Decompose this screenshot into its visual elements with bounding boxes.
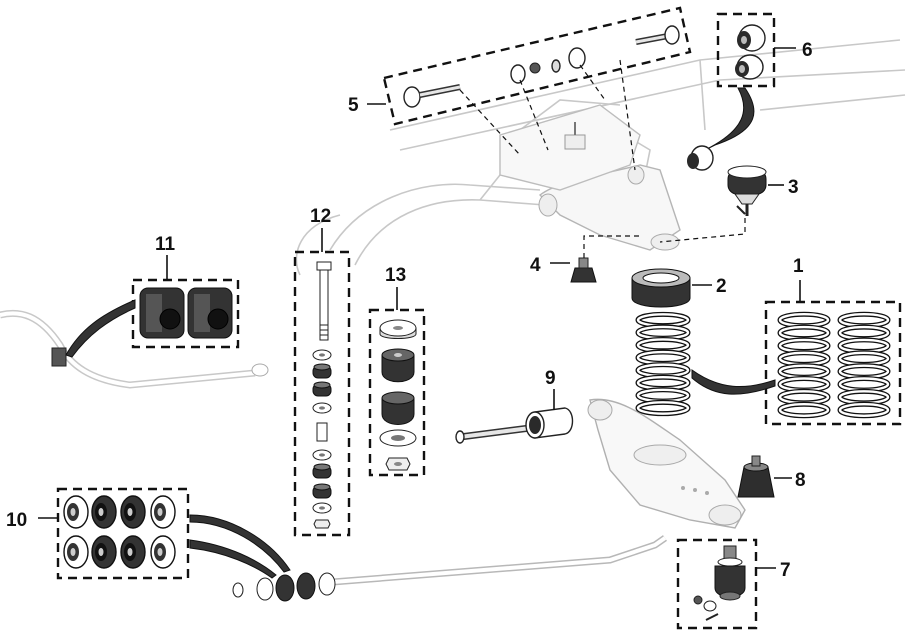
end-link-bushing-r1-c3-hole	[157, 548, 163, 556]
sway-link-bolt	[316, 261, 332, 341]
end-link-bushing-r0-c1-hole	[98, 508, 104, 516]
link-stack-bush-2-top	[313, 381, 331, 389]
callout-4: 4	[530, 255, 570, 276]
link-stack-bush-1-top	[313, 363, 331, 371]
coil-spring-a	[777, 311, 831, 419]
callout-4-label: 4	[530, 255, 541, 276]
sway-frame-bushing-group	[65, 278, 240, 358]
callout-10-label: 10	[6, 510, 27, 531]
callout-12: 12	[310, 206, 331, 252]
callout-2-label: 2	[716, 276, 727, 297]
upper-shaft-kit-group	[382, 6, 692, 171]
link-stack-washer-0-hole	[319, 353, 325, 357]
link-washer-bottom	[379, 429, 417, 447]
link-stack-washer-8-hole	[319, 506, 325, 510]
callout-3-label: 3	[788, 177, 799, 198]
shaft-bolt-left	[403, 84, 461, 108]
lower-ball-joint	[714, 545, 746, 601]
frame-bracket	[499, 104, 641, 191]
end-link-bushing-r1-c1-hole	[98, 548, 104, 556]
callout-12-label: 12	[310, 206, 331, 227]
end-link-bushing-r1-c0-hole	[70, 548, 76, 556]
link-stack-bush-6-top	[313, 463, 331, 471]
callout-13: 13	[385, 265, 406, 310]
end-link-bushing-r0-c0-hole	[70, 508, 76, 516]
callout-10: 10	[6, 510, 58, 531]
link-stack-washer-3-hole	[319, 406, 325, 410]
sway-frame-bushing-left	[139, 287, 185, 339]
link-stack-washer-5-hole	[319, 453, 325, 457]
link-bushing-lower	[381, 391, 415, 425]
sway-link-stack	[312, 349, 332, 529]
callout-6: 6	[774, 40, 813, 61]
callout-5-label: 5	[348, 95, 359, 116]
upper-bushing-top	[737, 24, 766, 52]
link-washer-top	[379, 319, 417, 339]
callout-1: 1	[793, 256, 804, 302]
link-stack-nut-9	[313, 519, 331, 529]
lower-arm-bushing	[455, 407, 574, 444]
lower-bump-stop	[737, 455, 775, 498]
link-nut	[385, 457, 411, 471]
link-stack-sleeve-4	[316, 422, 328, 442]
callout-9-label: 9	[545, 368, 556, 389]
lower-control-arm	[587, 398, 746, 529]
upper-bushing-group	[687, 12, 776, 171]
lower-ball-joint-group	[676, 538, 758, 630]
upper-bump-stop	[570, 257, 597, 283]
end-link-bushing-r1-c2-hole	[127, 548, 133, 556]
end-link-bushing-r0-c3-hole	[157, 508, 163, 516]
spring-a-coil-hl-7	[778, 403, 830, 417]
callout-13-label: 13	[385, 265, 406, 286]
upper-control-arm	[538, 164, 681, 251]
coil-spring-b	[837, 311, 891, 419]
callout-8: 8	[774, 470, 806, 491]
sway-bar-lower	[319, 535, 668, 587]
callout-9: 9	[545, 368, 556, 410]
callout-7: 7	[756, 560, 791, 581]
callout-11-label: 11	[155, 234, 176, 255]
callout-7-label: 7	[780, 560, 791, 581]
coil-spring-installed	[635, 311, 691, 417]
spring-b-coil-hl-7	[838, 403, 890, 417]
shaft-washer-nut	[510, 47, 586, 84]
link-bushing-group	[368, 308, 426, 477]
callout-8-label: 8	[795, 470, 806, 491]
end-link-bushing-grid	[63, 495, 176, 569]
link-stack-bush-7-top	[313, 483, 331, 491]
callout-1-label: 1	[793, 256, 804, 277]
sway-frame-bushing-right	[187, 287, 233, 339]
sway-bar-left	[0, 309, 269, 389]
sway-link-kit-group	[293, 250, 351, 537]
callout-6-label: 6	[802, 40, 813, 61]
coil-spring-group	[691, 300, 902, 426]
end-link-bushing-group	[56, 487, 291, 580]
callout-2: 2	[692, 276, 727, 297]
spring-insulator	[631, 268, 691, 308]
shaft-bolt-right	[635, 25, 680, 45]
upper-ball-joint	[727, 165, 767, 216]
link-bushing-upper	[381, 348, 415, 383]
upper-bushing-installed	[687, 145, 714, 171]
callout-5: 5	[348, 95, 386, 116]
upper-bushing-bottom	[735, 54, 764, 80]
main-coil-hl-7	[636, 401, 690, 415]
lower-ball-joint-hardware	[693, 595, 719, 621]
callout-3: 3	[768, 177, 799, 198]
end-link-assembly	[232, 572, 336, 602]
end-link-bushing-r0-c2-hole	[127, 508, 133, 516]
callout-11: 11	[155, 234, 176, 280]
